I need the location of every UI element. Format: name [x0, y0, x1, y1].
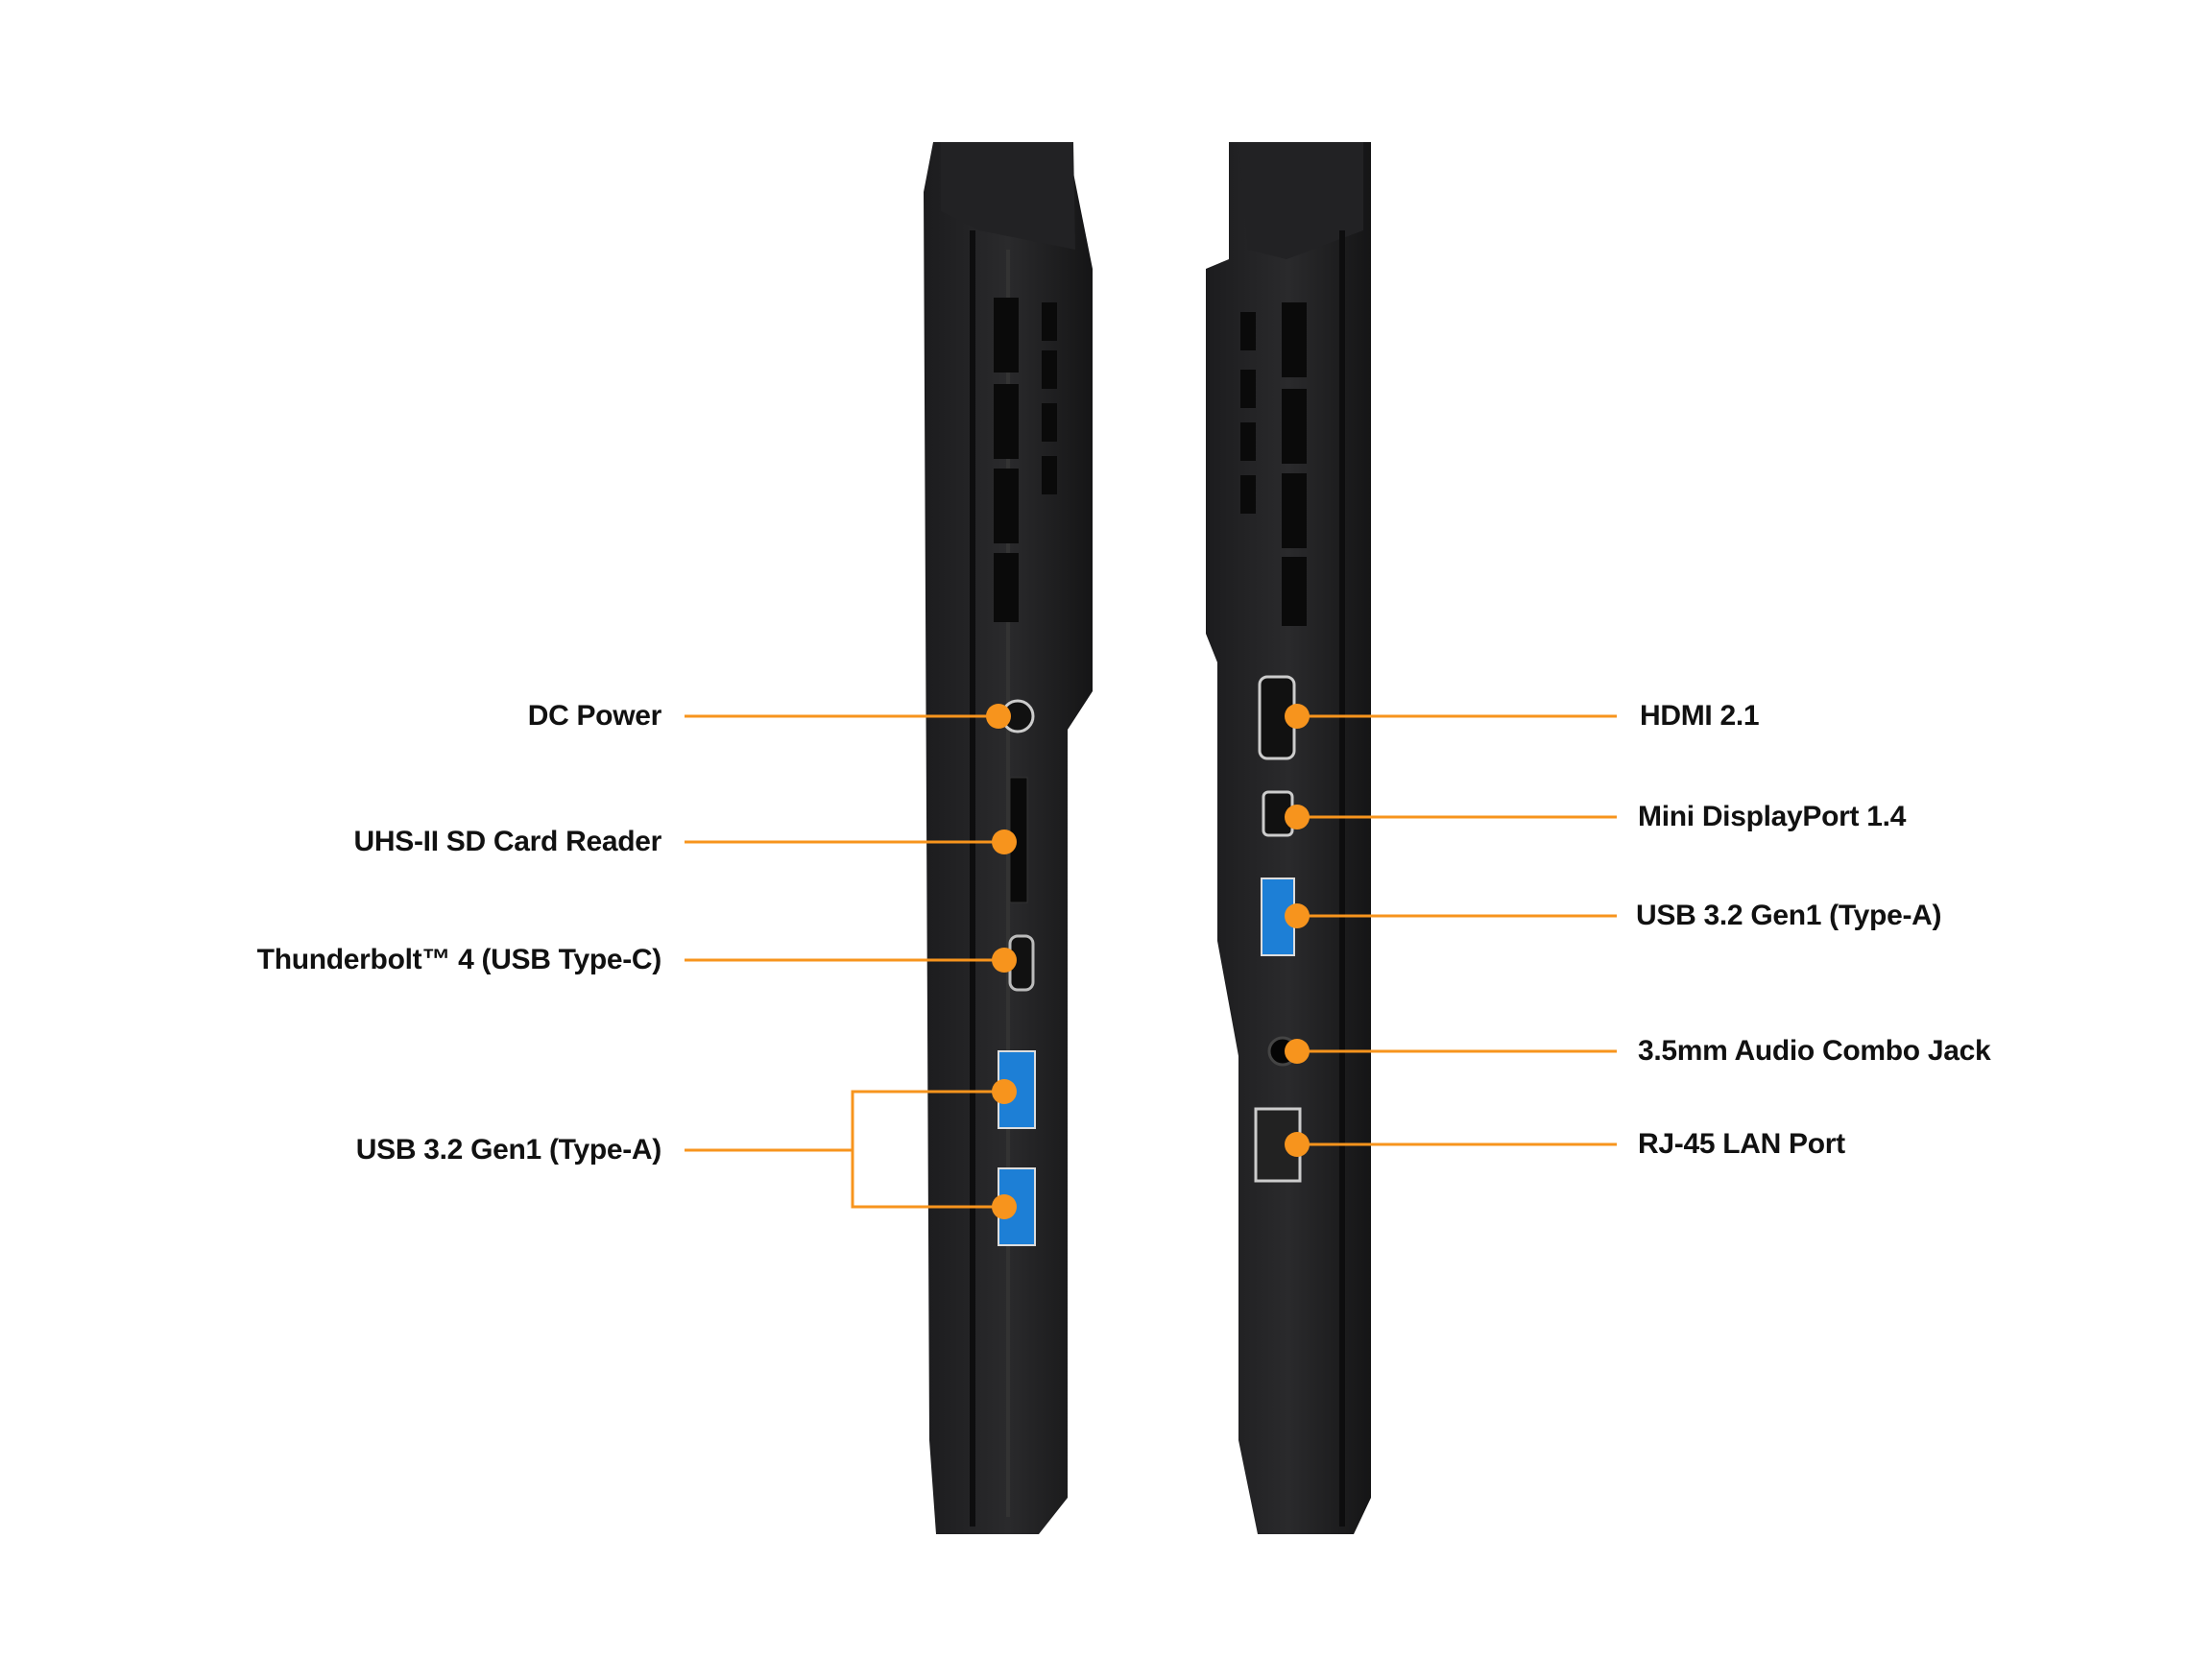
label-hdmi: HDMI 2.1	[1640, 700, 1760, 732]
label-audio-jack: 3.5mm Audio Combo Jack	[1638, 1035, 1991, 1067]
label-rj45: RJ-45 LAN Port	[1638, 1128, 1845, 1160]
callout-dots	[986, 704, 1310, 1219]
label-usb-a-right: USB 3.2 Gen1 (Type-A)	[1636, 900, 1942, 931]
label-mini-displayport: Mini DisplayPort 1.4	[1638, 801, 1907, 832]
label-dc-power: DC Power	[527, 700, 662, 732]
label-usb-a-left: USB 3.2 Gen1 (Type-A)	[355, 1134, 662, 1166]
callout-lines	[685, 714, 1617, 1209]
label-thunderbolt-4: Thunderbolt™ 4 (USB Type-C)	[256, 944, 662, 975]
laptop-right-side	[1206, 142, 1371, 1534]
label-sd-card-reader: UHS-II SD Card Reader	[353, 826, 662, 857]
